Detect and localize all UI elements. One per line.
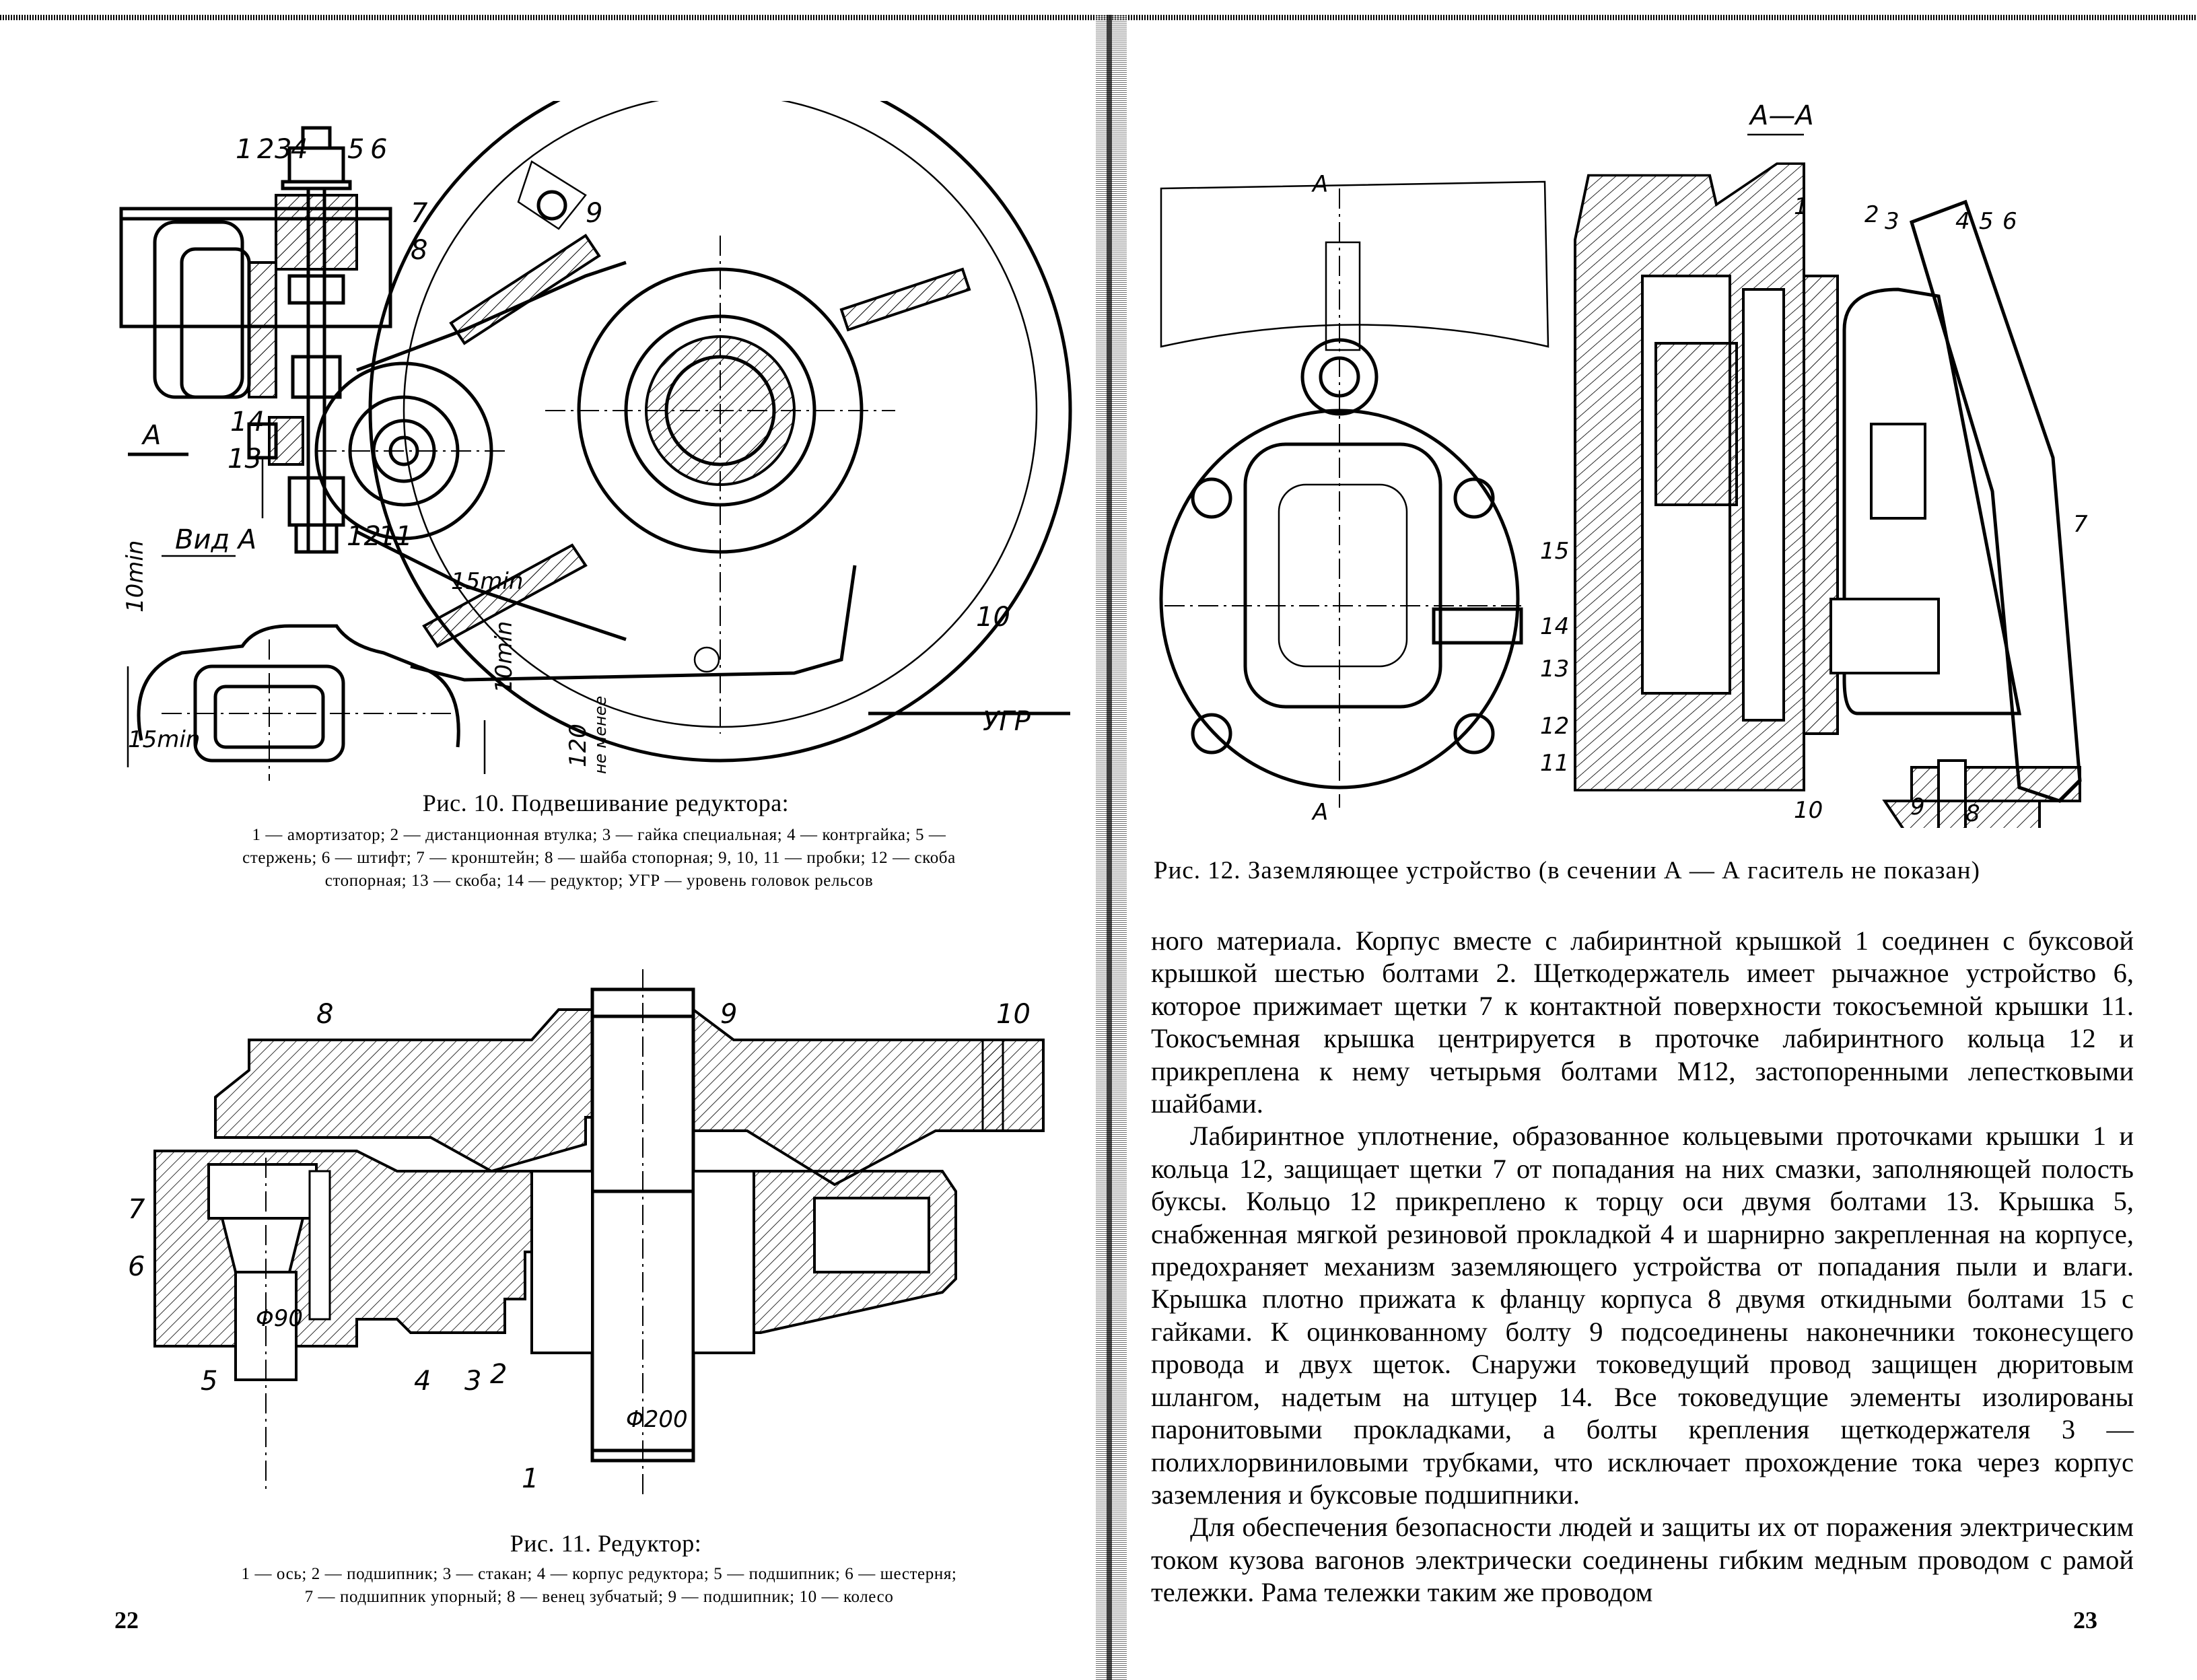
callout-s9: 9 [1910, 794, 1925, 820]
figure-10-legend-line: стопорная; 13 — скоба; 14 — редуктор; УГ… [324, 872, 874, 890]
view-arrow-label: А [141, 420, 161, 451]
callout-s8: 8 [1965, 800, 1980, 827]
callout-10: 10 [976, 602, 1010, 633]
wheel-and-axle [214, 969, 1045, 1494]
figure-10-legend-line: стержень; 6 — штифт; 7 — кронштейн; 8 — … [242, 849, 956, 867]
dim-phi-200: Φ200 [626, 1406, 688, 1433]
callout-15: 15 [1540, 538, 1569, 565]
paragraph: Лабиринтное уплотнение, образованное кол… [1151, 1121, 2134, 1510]
callout-s6: 6 [2002, 208, 2017, 235]
callout-7: 7 [411, 198, 428, 229]
callout-s4: 4 [1955, 208, 1970, 235]
callout-1: 1 [522, 1463, 538, 1494]
gearbox-housing [314, 101, 1072, 763]
section-label: А—А [1748, 100, 1814, 131]
callout-4: 4 [414, 1366, 431, 1397]
callout-4: 4 [291, 134, 308, 165]
page-number-right: 23 [2073, 1607, 2097, 1634]
figure-10-legend: 1 — амортизатор; 2 — дистанционная втулк… [101, 824, 1097, 893]
section-a-a [1574, 162, 2082, 828]
callout-3: 3 [275, 134, 291, 165]
callout-14: 14 [230, 407, 265, 438]
callout-s5: 5 [1979, 208, 1994, 235]
cut-label-top: А [1311, 171, 1328, 198]
callout-12: 12 [347, 521, 381, 552]
dim-top-left: 10min [122, 540, 149, 612]
callout-5: 5 [201, 1366, 217, 1397]
paragraph: Для обеспечения безопасности людей и защ… [1151, 1512, 2134, 1608]
dim-bottom-left: 15min [128, 726, 200, 753]
callout-7: 7 [128, 1194, 145, 1225]
body-text: ного материала. Корпус вместе с лабиринт… [1151, 925, 2134, 1609]
callout-5: 5 [347, 134, 364, 165]
figure-10-title: Рис. 10. Подвешивание редуктора: [422, 790, 790, 816]
figure-11-drawing: 8 9 10 7 6 5 4 3 2 1 Φ90 Φ200 [128, 969, 1070, 1494]
figure-12-title: Рис. 12. Заземляющее устройство (в сечен… [1154, 857, 1980, 884]
callout-2: 2 [257, 134, 274, 165]
figure-11-title: Рис. 11. Редуктор: [510, 1530, 702, 1557]
figure-12-drawing: А—А А А 15 14 13 12 11 1 2 3 4 5 6 7 8 9… [1158, 88, 2100, 828]
callout-s1: 1 [1794, 193, 1809, 220]
dim-clearance: 120 [565, 724, 592, 767]
figure-10-legend-line: 1 — амортизатор; 2 — дистанционная втулк… [252, 826, 946, 844]
dim-phi-90: Φ90 [256, 1305, 303, 1332]
figure-12-callouts: А—А А А 15 14 13 12 11 1 2 3 4 5 6 7 8 9… [1311, 100, 2088, 827]
figure-11-legend: 1 — ось; 2 — подшипник; 3 — стакан; 4 — … [101, 1563, 1097, 1609]
dim-top-right: 15min [451, 568, 523, 595]
figure-10-callouts: 1 2 3 4 5 6 7 8 9 10 11 12 13 14 А Вид А… [122, 134, 1031, 774]
figure-11-callouts: 8 9 10 7 6 5 4 3 2 1 Φ90 Φ200 [128, 999, 1031, 1494]
callout-12: 12 [1540, 713, 1569, 740]
front-view [1159, 180, 1549, 808]
callout-11: 11 [378, 521, 413, 552]
callout-8: 8 [316, 999, 333, 1030]
page-number-left: 22 [114, 1607, 139, 1634]
callout-13: 13 [1540, 656, 1569, 682]
view-a-label: Вид А [175, 524, 256, 555]
callout-10: 10 [996, 999, 1031, 1030]
view-a-detail [127, 624, 486, 781]
callout-2: 2 [490, 1359, 507, 1390]
callout-6: 6 [128, 1251, 145, 1282]
callout-13: 13 [228, 444, 262, 475]
callout-s10: 10 [1794, 797, 1823, 824]
callout-8: 8 [411, 235, 427, 266]
callout-3: 3 [464, 1366, 481, 1397]
paragraph: ного материала. Корпус вместе с лабиринт… [1151, 925, 2134, 1119]
callout-s7: 7 [2073, 511, 2088, 538]
callout-s3: 3 [1885, 208, 1899, 235]
book-spine [1107, 15, 1112, 1680]
suspension-rod-assembly [247, 126, 358, 554]
right-page: А—А А А 15 14 13 12 11 1 2 3 4 5 6 7 8 9… [1127, 0, 2197, 1680]
figure-11-legend-line: 1 — ось; 2 — подшипник; 3 — стакан; 4 — … [241, 1565, 957, 1583]
callout-14: 14 [1540, 613, 1569, 640]
callout-s2: 2 [1864, 201, 1879, 228]
gearbox-section [153, 1150, 957, 1494]
callout-9: 9 [720, 999, 737, 1030]
callout-9: 9 [586, 198, 602, 229]
callout-1: 1 [236, 134, 252, 165]
callout-6: 6 [370, 134, 387, 165]
figure-10-drawing: 1 2 3 4 5 6 7 8 9 10 11 12 13 14 А Вид А… [114, 101, 1097, 781]
figure-11-legend-line: 7 — подшипник упорный; 8 — венец зубчаты… [304, 1588, 894, 1606]
cut-label-bottom: А [1311, 799, 1328, 826]
left-page: 1 2 3 4 5 6 7 8 9 10 11 12 13 14 А Вид А… [0, 0, 1096, 1680]
dim-clearance-note: не менее [591, 696, 610, 774]
dim-right: 10min [491, 621, 518, 693]
callout-11: 11 [1540, 750, 1569, 777]
rail-level-label: УГР [983, 706, 1031, 737]
